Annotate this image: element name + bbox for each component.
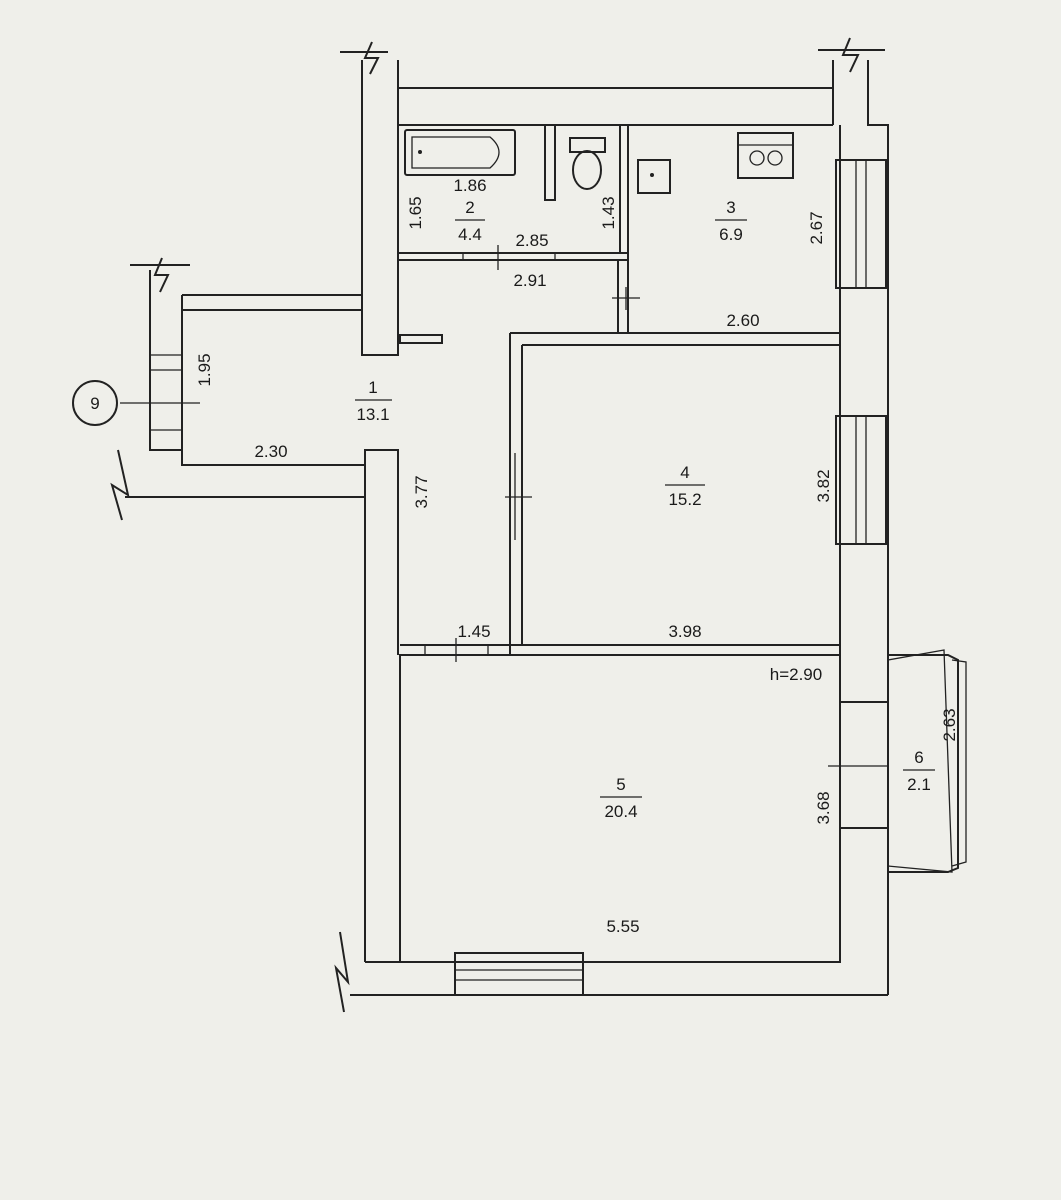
bathtub-basin: [411, 136, 500, 169]
bedroom-walls: [509, 332, 840, 646]
dim-corridor-top: 2.91: [513, 271, 546, 290]
bathtub-drain: [418, 150, 422, 154]
balcony: [888, 654, 959, 873]
sink-icon: [637, 159, 671, 194]
living-window: [454, 952, 584, 996]
dim-balcony-height: 2.63: [940, 708, 959, 741]
balcony-rail: [887, 649, 953, 873]
stove-icon: [737, 132, 794, 179]
toilet-icon: [569, 137, 606, 153]
dim-hall-bottom: 2.30: [254, 442, 287, 461]
dim-corridor-bottom: 1.45: [457, 622, 490, 641]
room-2-area: 4.4: [458, 225, 482, 244]
ceiling-height: h=2.90: [770, 665, 822, 684]
apartment-marker-label: 9: [90, 394, 99, 413]
room-3-number: 3: [726, 198, 735, 217]
balcony-rail-outer: [951, 659, 967, 867]
stove-burner: [767, 150, 783, 166]
room-1-number: 1: [368, 378, 377, 397]
dim-bath-block-width: 2.85: [515, 231, 548, 250]
living-top-wall: [400, 644, 840, 656]
top-wall: [361, 60, 834, 356]
corridor-outer-wall: [364, 449, 399, 962]
corridor-left-wall: [399, 654, 413, 962]
dim-kitchen-height: 2.67: [807, 211, 826, 244]
wall-break-top-right: [818, 37, 885, 73]
dim-bedroom-height: 3.82: [814, 469, 833, 502]
room-4-area: 15.2: [668, 490, 701, 509]
dim-living-height: 3.68: [814, 791, 833, 824]
dim-corridor-height: 3.77: [412, 475, 431, 508]
sink-drain: [650, 173, 654, 177]
room-5-number: 5: [616, 775, 625, 794]
stove-burner: [749, 150, 765, 166]
living-inner-wall: [365, 125, 841, 963]
room-1-area: 13.1: [356, 405, 389, 424]
room-6-area: 2.1: [907, 775, 931, 794]
room-5-area: 20.4: [604, 802, 637, 821]
wall-break-bottom: [334, 931, 350, 1013]
wall-break-left-top: [130, 257, 190, 293]
hall-stub-wall: [399, 334, 443, 344]
dim-bedroom-width: 3.98: [668, 622, 701, 641]
room-6-number: 6: [914, 748, 923, 767]
dim-kitchen-width: 2.60: [726, 311, 759, 330]
bathtub-icon: [404, 129, 516, 176]
toilet-bowl: [572, 150, 602, 190]
dim-hall-left-height: 1.95: [195, 353, 214, 386]
wall-break-top-left: [340, 41, 388, 75]
bedroom-window: [835, 415, 887, 545]
dim-bath-height: 1.65: [406, 196, 425, 229]
wall-break-left-bottom: [110, 449, 130, 521]
kitchen-window: [835, 159, 887, 289]
wc-partition: [544, 124, 556, 201]
room-2-number: 2: [465, 198, 474, 217]
dim-wc-height: 1.43: [599, 196, 618, 229]
apartment-marker: [72, 380, 118, 426]
room-4-number: 4: [680, 463, 689, 482]
hall-top-wall: [182, 294, 362, 311]
dim-bath-width: 1.86: [453, 176, 486, 195]
dim-living-width: 5.55: [606, 917, 639, 936]
bathroom-block: [397, 124, 629, 261]
room-3-area: 6.9: [719, 225, 743, 244]
